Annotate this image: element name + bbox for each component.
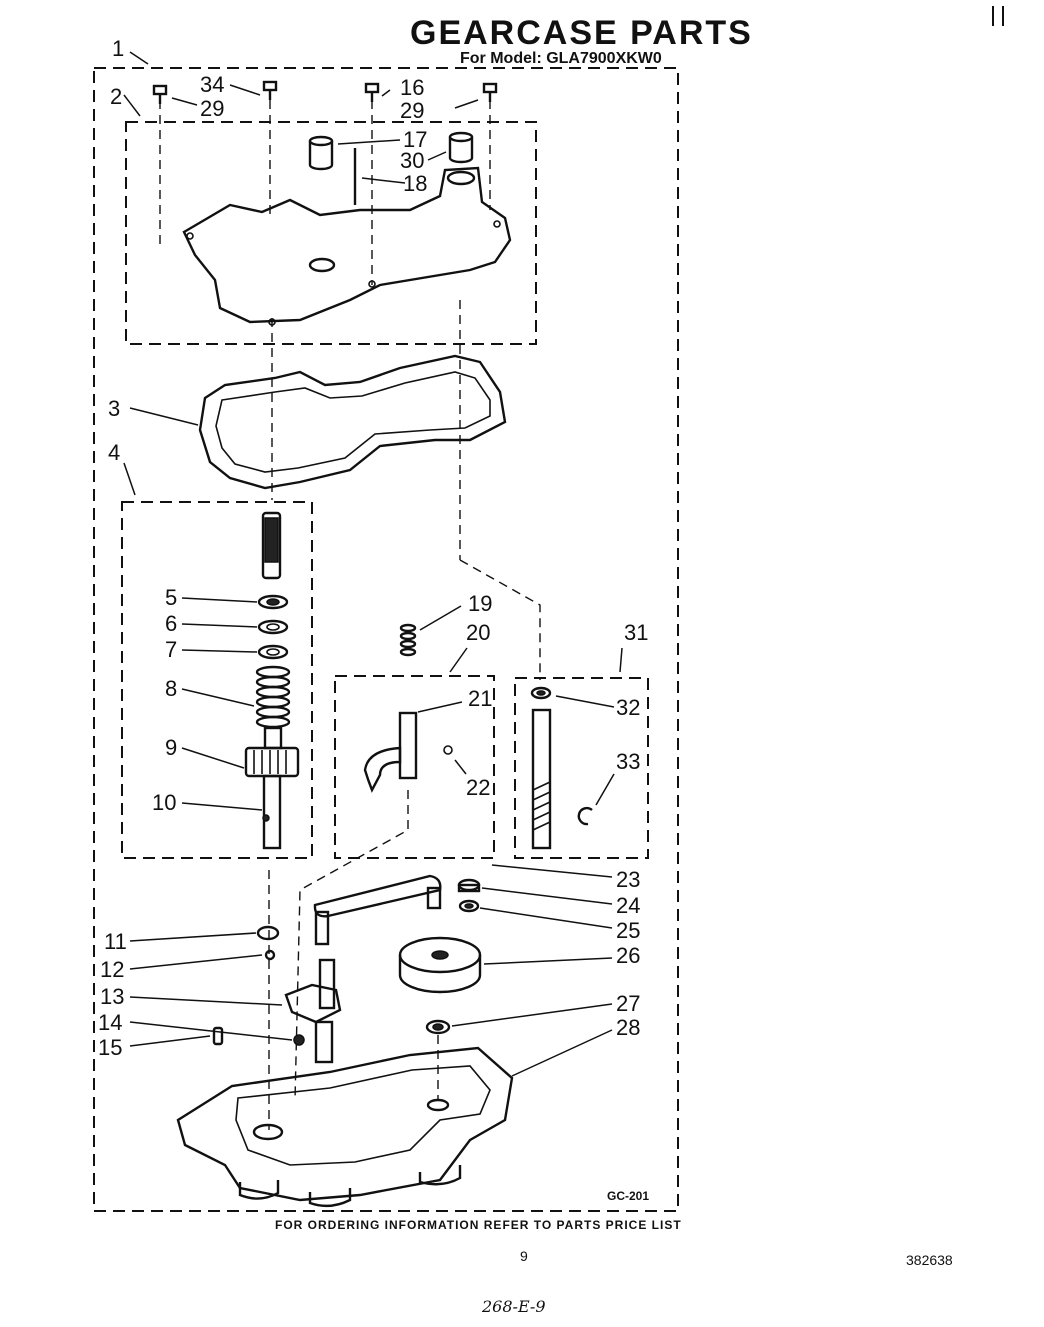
spring-8 bbox=[255, 665, 291, 729]
base-foot bbox=[418, 1165, 462, 1186]
callout-32: 32 bbox=[616, 695, 640, 720]
spring-19 bbox=[399, 623, 417, 657]
handwritten-note: 268-E-9 bbox=[482, 1297, 546, 1316]
callout-8: 8 bbox=[165, 676, 177, 701]
callout-11: 11 bbox=[104, 929, 127, 954]
gearcase-base-inner bbox=[235, 1065, 491, 1166]
callout-23: 23 bbox=[616, 867, 640, 892]
corner-mark bbox=[992, 6, 1004, 26]
clip-22 bbox=[443, 745, 453, 755]
pinion-gear-9 bbox=[244, 726, 300, 850]
callout-18: 18 bbox=[403, 171, 427, 196]
callout-9: 9 bbox=[165, 735, 177, 760]
cover-group-boundary bbox=[125, 121, 537, 345]
screw-29-left bbox=[152, 84, 168, 104]
pinion-group-boundary bbox=[121, 501, 313, 859]
cover-boss bbox=[446, 170, 476, 186]
pin-10 bbox=[262, 814, 270, 822]
base-foot bbox=[238, 1180, 280, 1200]
bolt-hole bbox=[493, 220, 501, 228]
ordering-note: FOR ORDERING INFORMATION REFER TO PARTS … bbox=[275, 1218, 682, 1232]
callout-3: 3 bbox=[108, 396, 120, 421]
callout-33: 33 bbox=[616, 749, 640, 774]
screw-29-right bbox=[482, 82, 498, 102]
page-title: GEARCASE PARTS bbox=[410, 14, 753, 52]
callout-21: 21 bbox=[468, 686, 492, 711]
callout-27: 27 bbox=[616, 991, 640, 1016]
callout-29-left: 29 bbox=[200, 96, 224, 121]
callout-26: 26 bbox=[616, 943, 640, 968]
callout-14: 14 bbox=[98, 1010, 122, 1035]
alignment-line bbox=[459, 559, 541, 680]
gear-26 bbox=[398, 936, 482, 994]
alignment-line bbox=[294, 790, 409, 1101]
page-number: 9 bbox=[520, 1248, 528, 1264]
callout-6: 6 bbox=[165, 611, 177, 636]
gearcase-base bbox=[176, 1046, 514, 1202]
washer-27 bbox=[425, 1019, 451, 1035]
callout-5: 5 bbox=[165, 585, 177, 610]
base-foot bbox=[308, 1188, 352, 1208]
callout-15: 15 bbox=[98, 1035, 122, 1060]
shaft-group-boundary bbox=[514, 677, 649, 859]
cover-boss bbox=[308, 257, 336, 273]
shift-fork-group-boundary bbox=[334, 675, 495, 859]
cap-11 bbox=[256, 925, 280, 941]
washer-5 bbox=[257, 594, 289, 610]
dowel-15 bbox=[212, 1026, 224, 1046]
callout-29-right: 29 bbox=[400, 98, 424, 123]
callout-25: 25 bbox=[616, 918, 640, 943]
callout-28: 28 bbox=[616, 1015, 640, 1040]
washer-7 bbox=[257, 644, 289, 660]
pinion-shaft-top bbox=[261, 511, 282, 580]
washer-32 bbox=[530, 686, 552, 700]
shift-fork bbox=[363, 711, 453, 793]
callout-24: 24 bbox=[616, 893, 640, 918]
outer-assembly-boundary bbox=[93, 67, 679, 1212]
callout-20: 20 bbox=[466, 620, 490, 645]
callout-13: 13 bbox=[100, 984, 124, 1009]
callout-4: 4 bbox=[108, 440, 120, 465]
screw-34 bbox=[262, 80, 278, 100]
washer-25 bbox=[458, 899, 480, 913]
callout-30: 30 bbox=[400, 148, 424, 173]
callout-1: 1 bbox=[112, 36, 124, 61]
diagram-code: GC-201 bbox=[607, 1189, 650, 1203]
worm-shaft bbox=[531, 708, 552, 850]
bushing-30 bbox=[448, 131, 474, 164]
document-number: 382638 bbox=[906, 1252, 953, 1268]
callout-7: 7 bbox=[165, 637, 177, 662]
gasket-inner bbox=[215, 371, 491, 473]
shift-lever-13 bbox=[284, 958, 342, 1064]
callout-31: 31 bbox=[624, 620, 648, 645]
bolt-hole bbox=[186, 232, 194, 240]
retaining-ring-33 bbox=[577, 806, 593, 826]
gasket bbox=[198, 354, 507, 490]
bolt-hole bbox=[268, 318, 276, 326]
model-subtitle: For Model: GLA7900XKW0 bbox=[460, 50, 662, 67]
callout-19: 19 bbox=[468, 591, 492, 616]
arm-23 bbox=[313, 874, 442, 946]
ball-12 bbox=[264, 949, 276, 961]
nut-24 bbox=[457, 878, 481, 893]
callout-10: 10 bbox=[152, 790, 176, 815]
base-bearing bbox=[426, 1098, 450, 1112]
callout-2: 2 bbox=[110, 84, 122, 109]
washer-6 bbox=[257, 619, 289, 635]
pin-14 bbox=[293, 1034, 305, 1046]
callout-22: 22 bbox=[466, 775, 490, 800]
screw-16 bbox=[364, 82, 380, 102]
callout-34: 34 bbox=[200, 72, 224, 97]
callout-16: 16 bbox=[400, 75, 424, 100]
callout-12: 12 bbox=[100, 957, 124, 982]
gearcase-cover bbox=[182, 166, 512, 324]
base-bearing bbox=[252, 1123, 284, 1141]
bolt-hole bbox=[368, 280, 376, 288]
callout-17: 17 bbox=[403, 127, 427, 152]
bushing-17 bbox=[308, 135, 334, 171]
